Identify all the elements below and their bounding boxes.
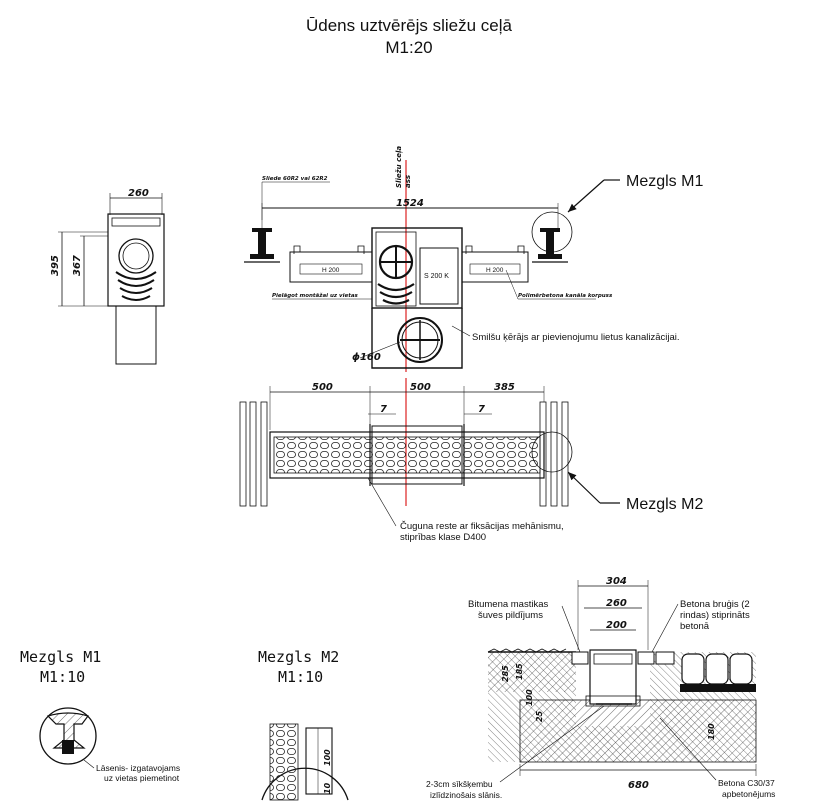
cs-bitumen-2: šuves pildījums [478,610,543,621]
cs-gravel-1: 2-3cm sīkšķembu [426,779,493,789]
plan-dim-2: 500 [410,382,431,393]
cs-paver-1: Betona bruģis (2 [680,599,750,610]
cs-width-inner: 200 [606,620,627,631]
cross-section: 304 260 200 285 185 100 25 180 [426,576,775,800]
cs-paver-2: rindas) stiprināts [680,610,750,621]
drawing-title: Ūdens uztvērējs sliežu ceļā [306,16,512,35]
cs-base-width: 680 [628,780,649,791]
detail-m2-dim-2: 10 [323,782,332,794]
sand-box-label: S 200 K [424,273,449,280]
axis-label-1: Sliežu ceļa [395,146,403,188]
cs-gravel-2: izlīdzinošais slānis. [430,790,502,800]
fit-label: Pielāgot montāžai uz vietas [272,292,359,299]
plan-dim-1: 500 [312,382,333,393]
channel-left-label: H 200 [322,267,340,274]
detail-m1-scale: M1:10 [40,668,85,686]
cs-height-5: 180 [707,723,716,740]
detail-m2-dim-1: 100 [323,749,332,766]
cs-height-2: 185 [515,663,524,680]
side-height-total: 395 [50,255,61,276]
callout-m2: Mezgls M2 [626,496,703,513]
channel-right-label: H 200 [486,267,504,274]
callout-sand-trap: Smilšu ķērājs ar pievienojumu lietus kan… [472,332,680,343]
side-width-dim: 260 [128,188,149,199]
plan-dim-3: 385 [494,382,515,393]
axis-label-2: ass [404,175,412,188]
detail-m2-scale: M1:10 [278,668,323,686]
plan-gap-1: 7 [380,404,387,415]
cs-concrete-1: Betona C30/37 [718,778,775,788]
cs-height-1: 285 [501,665,510,682]
detail-m1-title: Mezgls M1 [20,648,101,666]
cs-height-3: 100 [525,689,534,706]
cs-height-4: 25 [535,710,544,722]
drawing-scale: M1:20 [385,38,433,57]
callouts: Mezgls M1 Mezgls M2 Smilšu ķērājs ar pie… [367,173,703,543]
detail-m1: Mezgls M1 M1:10 Lāsenis- izgatavojams uz… [20,648,180,783]
plan-view: 500 500 385 7 7 [239,378,573,507]
cs-width-outer: 304 [606,576,627,587]
callout-m1: Mezgls M1 [626,173,703,190]
pipe-dim: ϕ160 [352,352,381,363]
m1-detail-circle [531,211,573,253]
cs-paver-3: betonā [680,621,710,632]
detail-m2-title: Mezgls M2 [258,648,339,666]
side-height-inner: 367 [72,255,83,276]
cs-bitumen-1: Bitumena mastikas [468,599,549,610]
plan-gap-2: 7 [478,404,485,415]
body-label: Polimērbetona kanāla korpuss [518,293,613,299]
m2-detail-circle [531,431,573,473]
callout-grate-1: Čuguna reste ar fiksācijas mehānismu, [400,521,564,532]
detail-m2: Mezgls M2 M1:10 100 10 [258,648,349,801]
side-view: 260 395 367 [50,188,165,365]
rail-right [538,228,562,259]
rail-label: Sliede 60R2 vai 62R2 [262,176,328,182]
detail-m1-note-2: uz vietas piemetinot [104,773,180,783]
detail-m1-note-1: Lāsenis- izgatavojams [96,763,180,773]
cs-concrete-2: apbetonējums [722,789,775,799]
section-view: Sliežu ceļa ass Sliede 60R2 vai 62R2 152… [244,146,613,372]
rail-left [250,228,274,259]
callout-grate-2: stiprības klase D400 [400,532,486,543]
gauge-dim: 1524 [396,198,424,209]
cs-width-mid: 260 [606,598,627,609]
